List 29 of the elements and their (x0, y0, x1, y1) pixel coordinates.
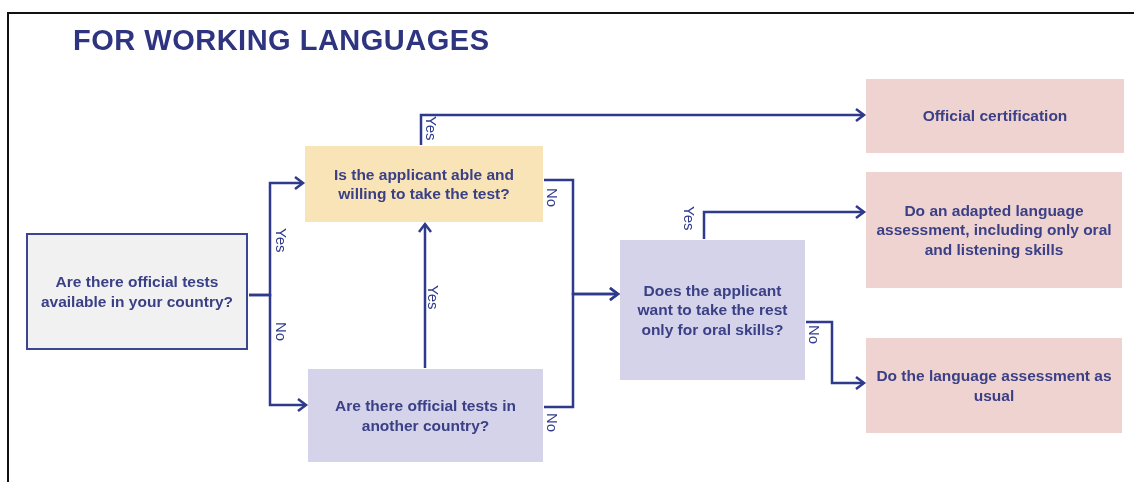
node-text: Does the applicant want to take the rest only for oral skills? (636, 280, 789, 340)
node-text: Official certification (922, 106, 1068, 126)
edge-label: No (544, 188, 561, 208)
decision-box (26, 233, 248, 350)
decision-box (308, 369, 543, 462)
edge-label: No (544, 413, 561, 433)
outcome-box (866, 172, 1122, 288)
arrow (702, 204, 866, 239)
decision-box (620, 240, 805, 380)
title: FOR WORKING LANGUAGES (73, 24, 490, 57)
arrow (417, 222, 433, 368)
edge-label: Yes (425, 285, 442, 310)
node-text: Is the applicant able and willing to take the test? (333, 164, 515, 204)
edge-label: Yes (423, 116, 440, 141)
arrow (544, 286, 620, 409)
outcome-box (866, 79, 1124, 153)
node-text: Do the language assessment as usual (876, 366, 1112, 405)
arrow (249, 293, 308, 413)
edge-label: No (273, 322, 290, 342)
arrow (419, 107, 866, 145)
edge-label: Yes (273, 228, 290, 253)
arrow (806, 320, 866, 391)
decision-box (305, 146, 543, 222)
edge-label: No (806, 325, 823, 345)
node-text: Are there official tests available in your country? (39, 272, 235, 311)
node-text: Do an adapted language assessment, including only oral and listening skills (876, 200, 1112, 260)
node-text: Are there official tests in another country? (334, 396, 517, 435)
outcome-box (866, 338, 1122, 433)
edge-label: Yes (681, 206, 698, 231)
